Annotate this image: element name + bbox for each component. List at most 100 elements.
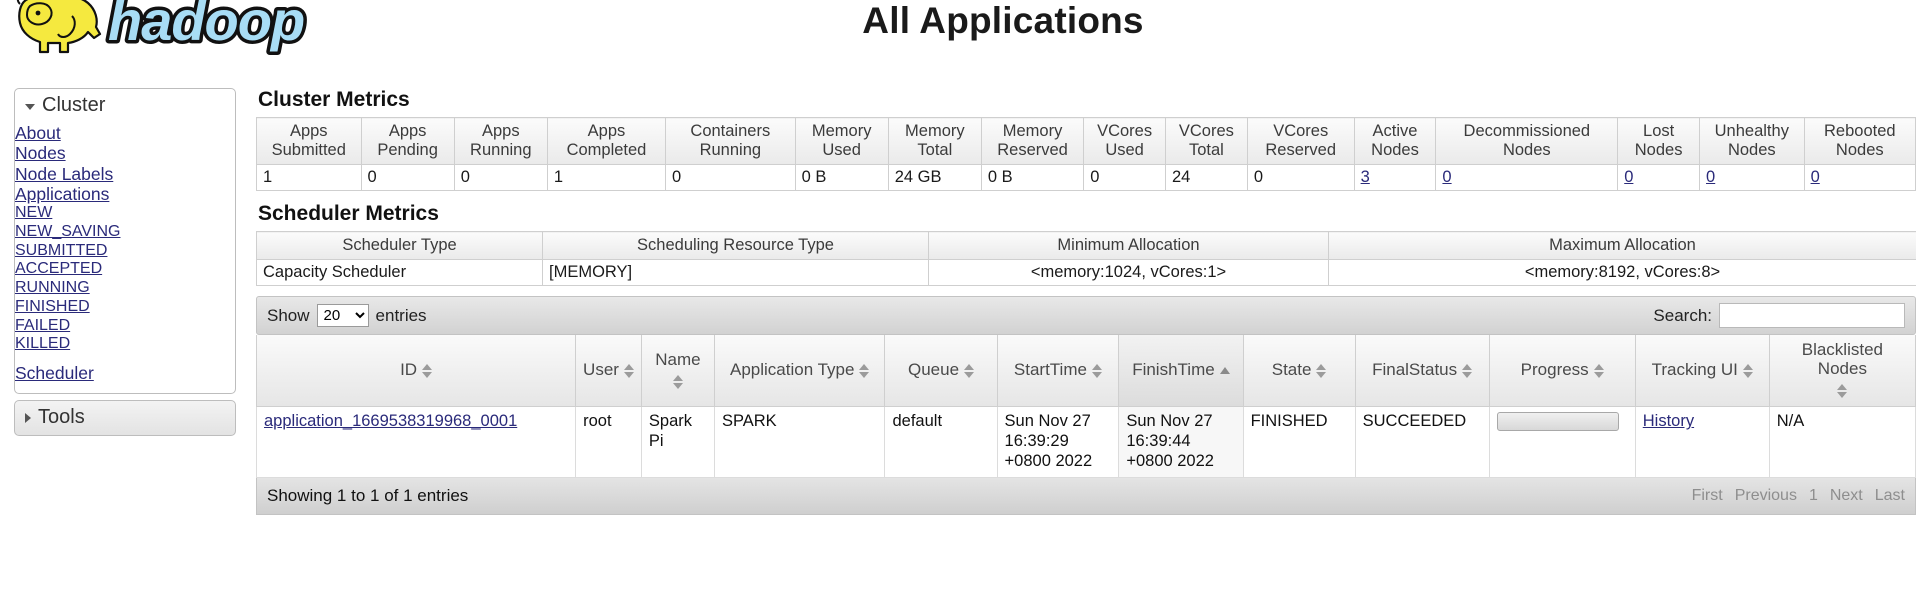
chevron-down-icon[interactable] bbox=[25, 104, 35, 110]
page-size-select[interactable]: 20406080100 bbox=[316, 304, 369, 328]
column-header-blacklisted-nodes[interactable]: Blacklisted Nodes bbox=[1768, 335, 1916, 408]
sidebar-link-accepted[interactable]: ACCEPTED bbox=[15, 260, 103, 278]
sidebar-item-state-accepted[interactable]: ACCEPTED bbox=[15, 260, 235, 279]
cluster-metric-header: Memory Reserved bbox=[980, 116, 1085, 166]
sidebar-link-running[interactable]: RUNNING bbox=[15, 279, 90, 297]
pagination-last[interactable]: Last bbox=[1874, 486, 1905, 504]
sidebar-link-failed[interactable]: FAILED bbox=[15, 316, 71, 334]
column-header-finalstatus[interactable]: FinalStatus bbox=[1354, 335, 1490, 408]
sort-both-icon[interactable] bbox=[1316, 363, 1327, 379]
column-header-application-type[interactable]: Application Type bbox=[713, 335, 886, 408]
sort-both-icon[interactable] bbox=[623, 363, 634, 379]
entries-info: Showing 1 to 1 of 1 entries bbox=[267, 485, 469, 505]
column-header-user[interactable]: User bbox=[575, 335, 642, 408]
cluster-metric-header: Lost Nodes bbox=[1617, 116, 1701, 166]
search-input[interactable] bbox=[1719, 303, 1905, 329]
cluster-metric-header: Apps Pending bbox=[360, 116, 455, 166]
column-header-tracking-ui[interactable]: Tracking UI bbox=[1634, 335, 1770, 408]
sort-both-icon[interactable] bbox=[1742, 363, 1753, 379]
cell-name: Spark Pi bbox=[640, 406, 715, 478]
sidebar-link-applications[interactable]: Applications bbox=[15, 183, 110, 204]
sidebar-tools-header[interactable]: Tools bbox=[15, 401, 235, 435]
sidebar-item-nodes[interactable]: Nodes bbox=[15, 143, 235, 163]
sidebar-item-state-finished[interactable]: FINISHED bbox=[15, 298, 235, 317]
sidebar-cluster-header[interactable]: Cluster bbox=[15, 89, 235, 123]
pagination-first[interactable]: First bbox=[1691, 486, 1723, 504]
cluster-metric-value: 0 bbox=[453, 164, 548, 192]
sidebar-item-state-running[interactable]: RUNNING bbox=[15, 279, 235, 298]
cell-tracking-ui[interactable]: History bbox=[1634, 406, 1770, 478]
sort-both-icon[interactable] bbox=[672, 374, 683, 390]
sidebar-link-scheduler[interactable]: Scheduler bbox=[15, 362, 94, 383]
sidebar-link-submitted[interactable]: SUBMITTED bbox=[15, 241, 108, 259]
column-header-progress[interactable]: Progress bbox=[1488, 335, 1636, 408]
cluster-metric-value: 0 B bbox=[794, 164, 889, 192]
pagination-previous[interactable]: Previous bbox=[1734, 486, 1797, 504]
sidebar-item-state-submitted[interactable]: SUBMITTED bbox=[15, 242, 235, 261]
pagination-next[interactable]: Next bbox=[1829, 486, 1863, 504]
cluster-metric-link[interactable]: 0 bbox=[1706, 168, 1716, 187]
sort-both-icon[interactable] bbox=[1593, 363, 1604, 379]
chevron-right-icon[interactable] bbox=[25, 412, 31, 423]
sidebar-item-about[interactable]: About bbox=[15, 123, 235, 143]
column-header-queue[interactable]: Queue bbox=[884, 335, 998, 408]
cluster-metric-value: 24 GB bbox=[887, 164, 982, 192]
sidebar-panel-tools[interactable]: Tools bbox=[14, 400, 236, 437]
cell-finish-time: Sun Nov 27 16:39:44 +0800 2022 bbox=[1118, 406, 1244, 478]
sidebar-item-scheduler[interactable]: Scheduler bbox=[15, 363, 235, 383]
column-header-starttime[interactable]: StartTime bbox=[996, 335, 1120, 408]
sidebar-item-state-new[interactable]: NEW bbox=[15, 204, 235, 223]
cell-start-time: Sun Nov 27 16:39:29 +0800 2022 bbox=[996, 406, 1120, 478]
sort-both-icon[interactable] bbox=[1462, 363, 1473, 379]
sort-both-icon[interactable] bbox=[422, 363, 433, 379]
cluster-metric-value: 0 bbox=[665, 164, 796, 192]
pagination-1[interactable]: 1 bbox=[1808, 486, 1818, 504]
cell-application-id-link[interactable]: application_1669538319968_0001 bbox=[264, 412, 518, 431]
sidebar-item-state-new-saving[interactable]: NEW_SAVING bbox=[15, 223, 235, 242]
cluster-metric-header: VCores Used bbox=[1083, 116, 1166, 166]
sidebar-item-node-labels[interactable]: Node Labels bbox=[15, 164, 235, 184]
sidebar-link-node-labels[interactable]: Node Labels bbox=[15, 163, 114, 184]
cluster-metric-link[interactable]: 0 bbox=[1810, 168, 1820, 187]
cluster-metric-header: Memory Used bbox=[794, 116, 889, 166]
sidebar-item-applications[interactable]: Applications bbox=[15, 184, 235, 204]
cluster-metric-header: VCores Total bbox=[1165, 116, 1248, 166]
column-header-name[interactable]: Name bbox=[640, 335, 715, 408]
cluster-metric-link[interactable]: 0 bbox=[1624, 168, 1634, 187]
sidebar-link-nodes[interactable]: Nodes bbox=[15, 143, 66, 164]
cluster-metric-value[interactable]: 0 bbox=[1803, 164, 1916, 192]
cluster-metric-value[interactable]: 0 bbox=[1435, 164, 1619, 192]
sort-both-icon[interactable] bbox=[859, 363, 870, 379]
sidebar-link-finished[interactable]: FINISHED bbox=[15, 297, 90, 315]
cluster-metric-value[interactable]: 0 bbox=[1617, 164, 1701, 192]
column-header-label: User bbox=[583, 360, 619, 380]
cell-application-id[interactable]: application_1669538319968_0001 bbox=[255, 406, 577, 478]
pagination: First Previous 1 Next Last bbox=[1692, 487, 1905, 505]
sort-ascending-icon[interactable] bbox=[1219, 363, 1230, 379]
sidebar-link-new[interactable]: NEW bbox=[15, 204, 53, 222]
sidebar-link-new-saving[interactable]: NEW_SAVING bbox=[15, 222, 121, 240]
column-header-state[interactable]: State bbox=[1242, 335, 1356, 408]
sidebar-link-about[interactable]: About bbox=[15, 123, 61, 143]
column-header-finishtime[interactable]: FinishTime bbox=[1118, 335, 1244, 408]
cluster-metric-value: 0 bbox=[360, 164, 455, 192]
hadoop-logo: hadoop hadoop bbox=[14, 0, 404, 58]
sidebar-item-state-killed[interactable]: KILLED bbox=[15, 335, 235, 354]
cluster-metric-value[interactable]: 3 bbox=[1353, 164, 1437, 192]
sort-both-icon[interactable] bbox=[964, 363, 975, 379]
sidebar-item-state-failed[interactable]: FAILED bbox=[15, 317, 235, 336]
scheduler-metric-value: <memory:8192, vCores:8> bbox=[1328, 259, 1916, 287]
cell-tracking-ui-link[interactable]: History bbox=[1642, 412, 1695, 431]
cluster-metric-value[interactable]: 0 bbox=[1699, 164, 1805, 192]
column-header-label: Name bbox=[655, 349, 701, 369]
cluster-metric-link[interactable]: 3 bbox=[1360, 168, 1370, 187]
datatable-toolbar: Show 20406080100 entries Search: bbox=[256, 296, 1916, 336]
sidebar-link-killed[interactable]: KILLED bbox=[15, 335, 71, 353]
sort-both-icon[interactable] bbox=[1091, 363, 1102, 379]
sort-both-icon[interactable] bbox=[1837, 383, 1848, 399]
column-header-id[interactable]: ID bbox=[255, 335, 577, 408]
cluster-metric-link[interactable]: 0 bbox=[1442, 168, 1452, 187]
